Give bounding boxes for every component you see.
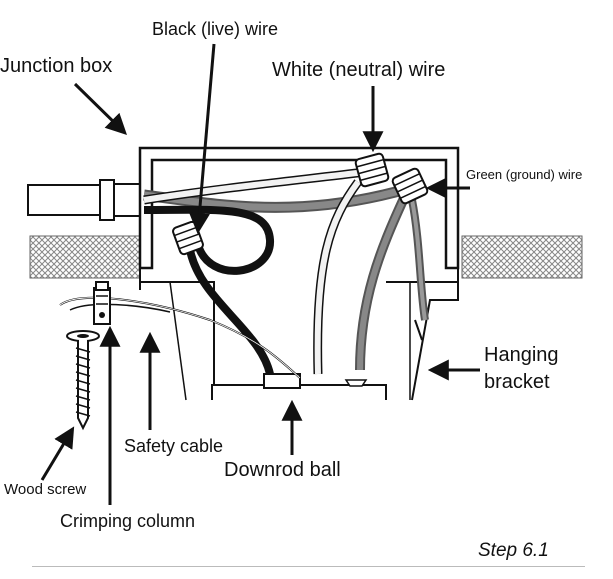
label-hanging-bracket-line1: Hanging [484,344,559,366]
label-downrod-ball: Downrod ball [224,459,341,481]
label-black-wire: Black (live) wire [152,19,279,39]
junction-box-icon [138,146,460,290]
downrod-ball-icon [211,373,387,400]
crimping-column-icon [93,281,111,325]
label-wood-screw: Wood screw [4,481,87,498]
callout-arrows [40,43,480,505]
safety-cable-icon [59,296,301,379]
conduit [27,179,145,221]
wire-nut-icon [172,152,429,256]
divider [32,566,585,567]
wood-screw-icon [66,330,100,431]
label-crimping-column: Crimping column [60,511,196,531]
label-hanging-bracket-line2: bracket [484,371,550,393]
label-junction-box: Junction box [0,55,113,77]
label-safety-cable: Safety cable [124,436,224,456]
label-green-wire: Green (ground) wire [466,167,583,182]
wires [143,167,429,376]
label-white-wire: White (neutral) wire [272,59,446,81]
hanging-bracket-icon [140,281,459,401]
ceiling [29,235,583,279]
step-label: Step 6.1 [478,540,549,561]
